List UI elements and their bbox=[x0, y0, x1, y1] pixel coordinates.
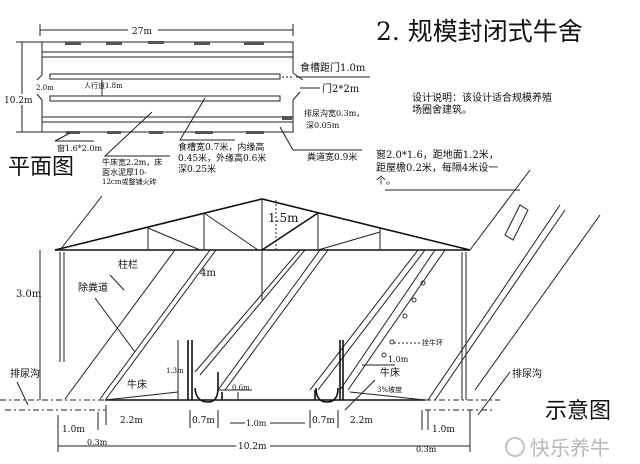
span-label: 4m bbox=[200, 268, 216, 279]
trough-line-1: 食槽宽0.7米，内缘高 bbox=[178, 141, 264, 153]
manure-lane-section-label: 除粪道 bbox=[78, 281, 108, 294]
plan-view: 27m 10.2m 2.0m 人行道1.8m 食槽距门1.0m 门2*2m 排尿… bbox=[3, 24, 370, 186]
bed-line-2: 面水泥厚10- bbox=[102, 167, 147, 177]
trough-line-2: 0.45米，外缘高0.6米 bbox=[178, 152, 266, 164]
urine-ditch-left-label: 排尿沟 bbox=[10, 367, 40, 380]
plan-length-label: 27m bbox=[132, 27, 152, 37]
dim-ditch-side-right: 1.0m bbox=[432, 425, 455, 435]
dim-trough-right: 0.7m bbox=[312, 416, 335, 426]
urine-ditch-line-2: 深0.05m bbox=[306, 121, 340, 130]
dim-ditch-right: 0.3m bbox=[416, 445, 437, 454]
watermark-text: 快乐养牛 bbox=[530, 436, 610, 460]
dim-trough-left: 0.7m bbox=[192, 416, 215, 426]
window-note-line-1: 窗2.0*1.6，距地面1.2米， bbox=[376, 148, 499, 161]
trough-height-label: 0.6m bbox=[232, 384, 250, 392]
wechat-logo-icon bbox=[505, 437, 525, 457]
diagram-title: 2. 规模封闭式牛舍 bbox=[376, 17, 583, 46]
trough-door-label: 食槽距门1.0m bbox=[300, 61, 366, 74]
design-note-line-2: 场圈舍建筑。 bbox=[412, 103, 472, 116]
dim-bed-left: 2.2m bbox=[120, 416, 143, 426]
manure-lane-label: 粪道宽0.9米 bbox=[307, 151, 357, 163]
trough-line-3: 深0.25米 bbox=[178, 163, 216, 175]
urine-ditch-line-1: 排尿沟宽0.3m， bbox=[304, 108, 364, 118]
tie-ring-label: 拴牛环 bbox=[422, 338, 443, 347]
dim-ditch-side-left: 1.0m bbox=[62, 425, 85, 435]
rail-height-label: 1.3m bbox=[166, 367, 184, 375]
dim-ditch-left: 0.3m bbox=[87, 438, 108, 447]
section-view: 1.5m 3.0m 1.3m bbox=[0, 169, 611, 454]
bed-line-1: 牛床宽2.2m，床 bbox=[102, 157, 162, 167]
plan-window-label: 窗1.6*2.0m bbox=[57, 143, 102, 153]
section-heading: 示意图 bbox=[545, 399, 611, 424]
plan-width-label: 10.2m bbox=[4, 96, 33, 106]
bed-right-label: 牛床 bbox=[380, 366, 400, 379]
dim-total-width: 10.2m bbox=[238, 442, 267, 452]
slope-label: 3%坡度 bbox=[377, 385, 402, 394]
dim-center-aisle: 1.0m bbox=[246, 419, 267, 428]
door-label: 门2*2m bbox=[322, 82, 360, 95]
ring-height-label: 1.0m bbox=[388, 355, 409, 364]
aisle-side-label: 2.0m bbox=[36, 84, 54, 92]
window-note-line-2: 距屋檐0.2米，每隔4米设一 bbox=[376, 161, 498, 174]
urine-ditch-right-label: 排尿沟 bbox=[512, 367, 542, 380]
wall-height-label: 3.0m bbox=[16, 289, 42, 300]
bed-left-label: 牛床 bbox=[127, 378, 147, 391]
window-note-line-3: 个。 bbox=[376, 175, 396, 187]
design-note-line-1: 设计说明：该设计适合规模养殖 bbox=[412, 91, 552, 104]
stall-rail-label: 柱栏 bbox=[118, 258, 138, 271]
watermark: 快乐养牛 bbox=[505, 436, 610, 460]
roof-height-label: 1.5m bbox=[268, 211, 299, 225]
bed-line-3: 12cm或整铺火砖 bbox=[102, 177, 156, 186]
dim-bed-right: 2.2m bbox=[350, 416, 373, 426]
aisle-label: 人行道1.8m bbox=[84, 81, 123, 90]
plan-heading: 平面图 bbox=[8, 155, 74, 180]
